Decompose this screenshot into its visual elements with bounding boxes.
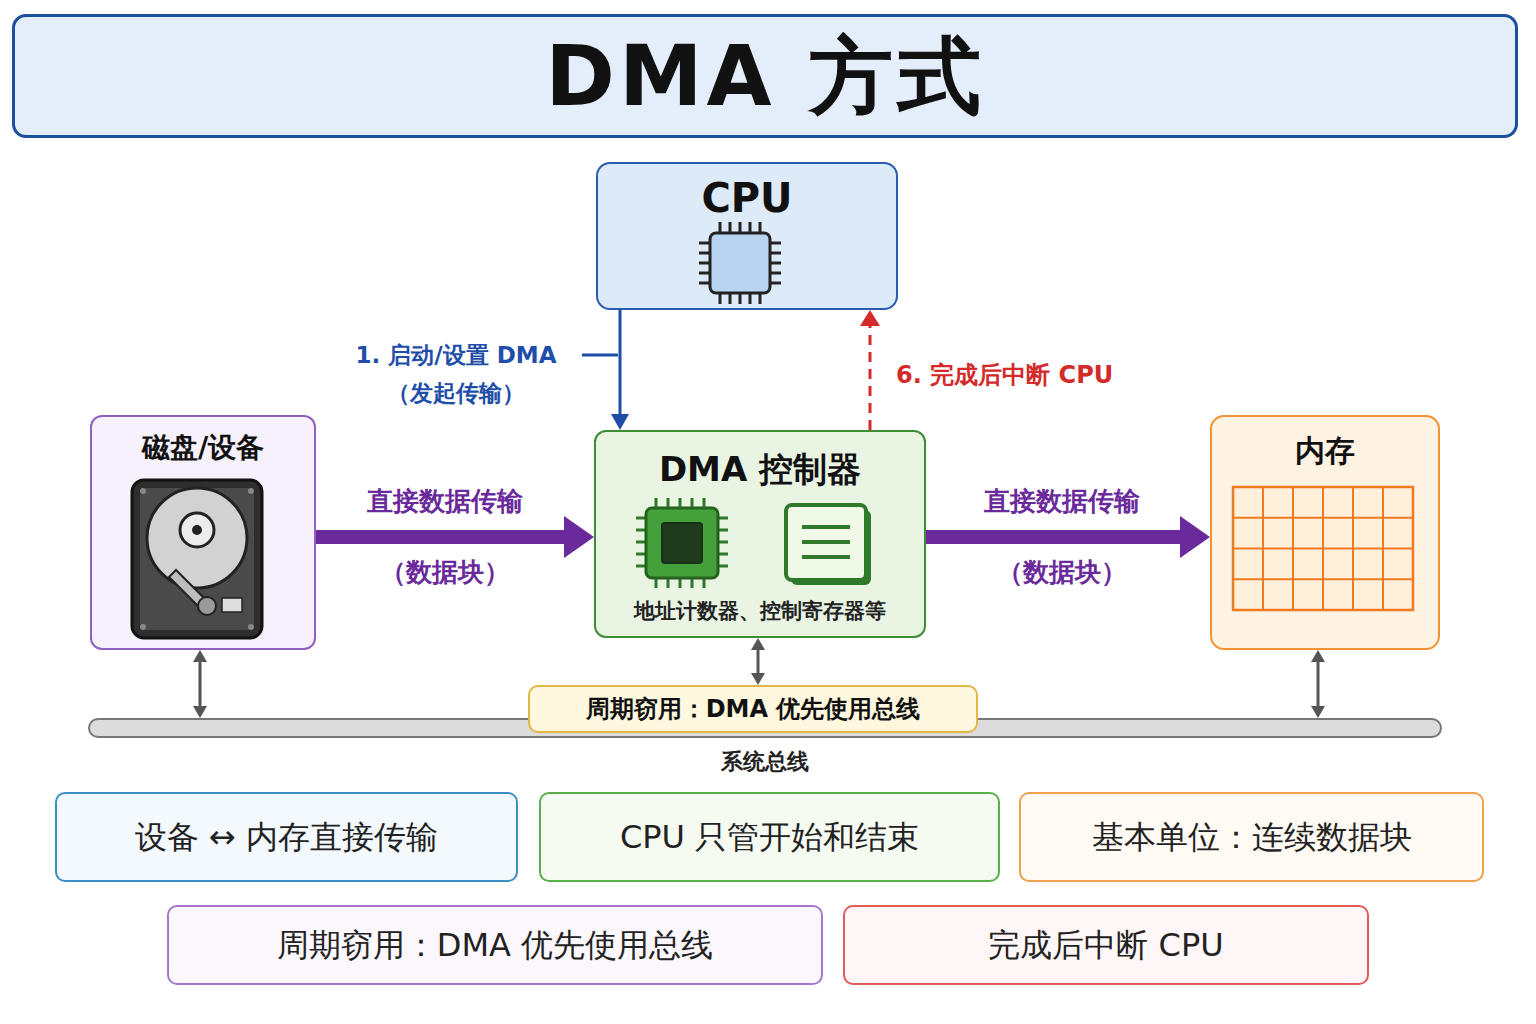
- box-label: 内存: [1212, 432, 1438, 470]
- box-label: 基本单位：连续数据块: [1021, 817, 1482, 857]
- edge-label: 直接数据传输 （数据块）: [355, 466, 535, 608]
- connector-arrow: [1317, 662, 1320, 706]
- diagram-title: DMA 方式: [12, 14, 1518, 138]
- edge-label: 6. 完成后中断 CPU: [896, 358, 1146, 392]
- connector-arrow: [199, 662, 202, 706]
- edge-label: 1. 启动/设置 DMA （发起传输）: [330, 336, 582, 412]
- box-label: 设备 ↔ 内存直接传输: [57, 817, 516, 857]
- connector-arrow: [757, 650, 760, 673]
- connector-arrow: [926, 530, 1180, 544]
- feature-box: CPU 只管开始和结束: [539, 792, 1000, 882]
- cpu-box: CPU: [596, 162, 898, 310]
- feature-box: 基本单位：连续数据块: [1019, 792, 1484, 882]
- feature-box: 设备 ↔ 内存直接传输: [55, 792, 518, 882]
- box-label: CPU: [598, 173, 896, 223]
- connector-arrow: [619, 310, 622, 414]
- memory-box: 内存: [1210, 415, 1440, 650]
- connector-arrow: [316, 530, 564, 544]
- feature-box: 周期窃用：DMA 优先使用总线: [167, 905, 823, 985]
- label-leader-line: [582, 354, 618, 357]
- feature-box: 完成后中断 CPU: [843, 905, 1369, 985]
- box-label: 周期窃用：DMA 优先使用总线: [169, 925, 821, 965]
- edge-label: 直接数据传输 （数据块）: [972, 466, 1152, 608]
- device-box: 磁盘/设备: [90, 415, 316, 650]
- connector-arrow: [869, 326, 872, 430]
- dma-controller-box: DMA 控制器地址计数器、控制寄存器等: [594, 430, 926, 638]
- box-label: 地址计数器、控制寄存器等: [596, 598, 924, 624]
- box-label: 磁盘/设备: [92, 430, 314, 465]
- box-label: 系统总线: [90, 748, 1440, 776]
- box-label: DMA 控制器: [596, 448, 924, 491]
- box-label: CPU 只管开始和结束: [541, 817, 998, 857]
- bus-note-box: 周期窃用：DMA 优先使用总线: [528, 685, 978, 733]
- box-label: 周期窃用：DMA 优先使用总线: [530, 694, 976, 724]
- box-label: 完成后中断 CPU: [845, 925, 1367, 965]
